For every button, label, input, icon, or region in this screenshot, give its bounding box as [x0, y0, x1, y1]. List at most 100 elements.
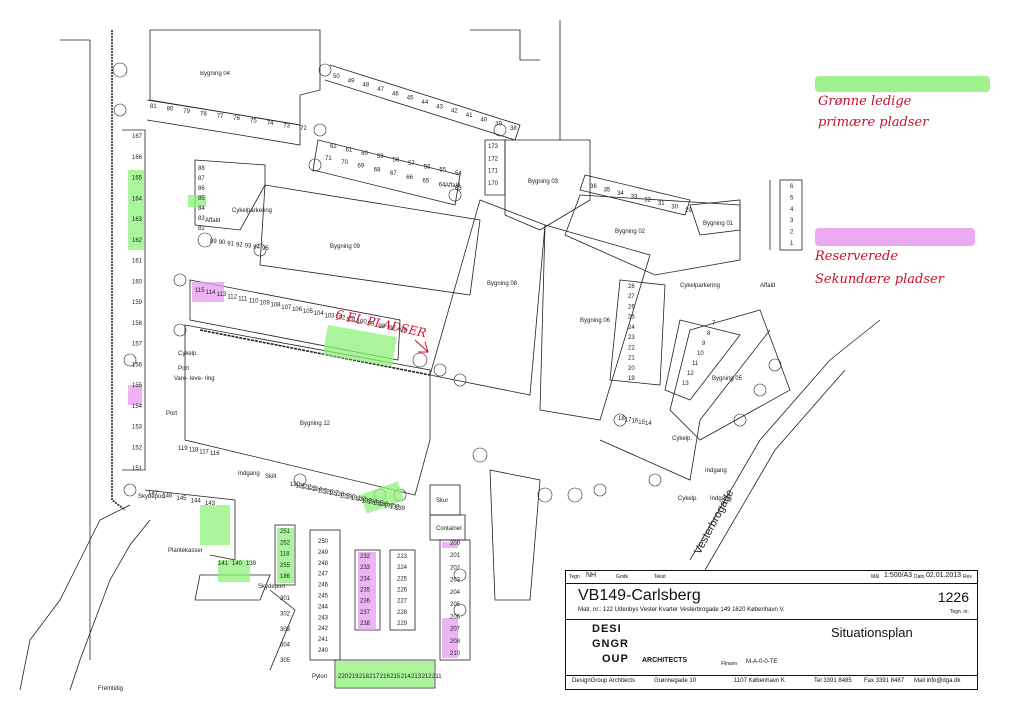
left-neighbor-outline	[19, 504, 131, 691]
parking-space-number: 18	[618, 416, 625, 422]
parking-space-number: 118	[189, 448, 199, 454]
parking-space-number: 30	[671, 205, 678, 211]
parking-space-number: 251	[280, 529, 291, 535]
parking-space-number: 208	[450, 639, 461, 645]
parking-space-number: 118	[280, 552, 290, 558]
parking-space-number: 73	[283, 124, 290, 130]
parking-space-number: 229	[397, 621, 408, 627]
building-02-label: Bygning 02	[615, 229, 646, 235]
parking-space-number: 85	[198, 196, 205, 202]
parking-space-number: 10	[697, 351, 704, 357]
parking-space-number: 119	[178, 446, 188, 452]
parking-space-number: 20	[628, 366, 635, 372]
parking-space-number: 102	[335, 315, 346, 321]
parking-space-number: 302	[280, 612, 291, 618]
checked-label: Godk	[616, 574, 628, 580]
parking-space-number: 164	[132, 196, 143, 202]
pink-legend-swatch	[815, 228, 975, 246]
project-row: VB149-Carlsberg Matr. nr.: 122 Udenbys V…	[566, 583, 977, 620]
parking-space-number: 55	[439, 168, 446, 174]
vesterbrogade-road-1	[689, 319, 881, 561]
firm-name: DesignGroup Architects	[572, 678, 636, 684]
building-04-outline	[149, 29, 321, 126]
parking-space-number: 38	[510, 126, 517, 132]
parking-space-number: 5	[790, 195, 794, 201]
parking-space-number: 247	[318, 572, 329, 578]
indgang-label-1: Indgang	[238, 471, 260, 477]
parking-space-number: 159	[132, 300, 143, 306]
parking-space-number: 233	[360, 565, 371, 571]
parking-space-number: 250	[318, 539, 329, 545]
parking-space-number: 111	[238, 296, 248, 302]
plan-title: Situationsplan	[831, 625, 913, 640]
parking-space-number: 24	[628, 325, 635, 331]
lower-right-block	[489, 469, 541, 601]
parking-space-number: 129	[340, 493, 351, 499]
parking-space-number: 89	[210, 239, 217, 245]
parking-space-number: 219	[348, 674, 359, 680]
parking-space-number: 154	[132, 404, 143, 410]
firm-fax: Fax 3391 8487	[864, 678, 905, 684]
building-09-label: Bygning 09	[330, 244, 361, 250]
building-05-label: Bygning 05	[712, 376, 743, 382]
parking-space-number: 72	[300, 126, 307, 132]
col-251-stalls	[274, 524, 296, 586]
parking-space-number: 235	[360, 588, 371, 594]
parking-space-number: 45	[407, 96, 414, 102]
parking-space-number: 94	[253, 245, 260, 251]
parking-space-number: 134	[367, 500, 378, 506]
firm-mail: Mail info@dga.dk	[914, 678, 961, 684]
parking-space-number: 1	[790, 241, 794, 247]
parking-space-number: 32	[644, 198, 651, 204]
parking-space-number: 136	[378, 502, 389, 508]
top-mid-lines	[470, 29, 540, 61]
project-title: VB149-Carlsberg	[578, 587, 701, 604]
parking-space-number: 147	[148, 491, 159, 497]
parking-space-number: 42	[451, 109, 458, 115]
parking-space-number: 240	[318, 648, 329, 654]
cykelp-label-2: Cykelp.	[672, 436, 692, 442]
parking-space-number: 76	[233, 116, 240, 122]
parking-space-number: 83	[198, 216, 205, 222]
vesterbrogade-lines	[599, 329, 771, 481]
parking-space-number: 9	[702, 341, 706, 347]
parking-space-number: 95	[262, 246, 269, 252]
parking-space-number: 110	[249, 299, 259, 305]
parking-space-number: 202	[450, 565, 461, 571]
parking-space-number: 8	[707, 331, 711, 337]
parking-space-number: 2	[790, 230, 794, 236]
parking-space-number: 139	[395, 506, 406, 512]
skur-label: Skur	[436, 498, 448, 504]
parking-space-number: 160	[132, 279, 143, 285]
parking-space-number: 81	[150, 104, 157, 110]
parking-space-number: 143	[205, 501, 216, 507]
parking-space-number: 120	[290, 482, 301, 488]
parking-space-number: 67	[390, 171, 397, 177]
parking-space-number: 304	[280, 643, 291, 649]
building-02-row-stalls	[579, 174, 691, 216]
building-03-col-stalls	[484, 139, 506, 196]
parking-space-number: 13	[682, 381, 689, 387]
parking-space-number: 69	[358, 164, 365, 170]
parking-space-number: 56	[424, 164, 431, 170]
parking-space-number: 3	[790, 218, 794, 224]
plantekasser-label: Plantekasser	[168, 548, 203, 554]
parking-space-number: 59	[377, 154, 384, 160]
parking-space-number: 4	[790, 207, 794, 213]
building-02-outline	[564, 194, 741, 276]
building-01-label: Bygning 01	[703, 221, 734, 227]
parking-space-number: 234	[360, 576, 371, 582]
parking-space-number: 144	[191, 499, 202, 505]
parking-space-number: 7	[712, 321, 716, 327]
parking-space-number: 11	[692, 361, 699, 367]
parking-space-number: 112	[227, 294, 237, 300]
vesterbrogade-road-2	[704, 369, 846, 571]
parking-space-number: 14	[645, 421, 652, 427]
parking-space-number: 186	[280, 574, 291, 580]
parking-space-number: 170	[488, 181, 499, 187]
parking-space-number: 43	[436, 104, 443, 110]
green-legend-line-1: Grønne ledige	[818, 94, 912, 109]
building-01-outline	[689, 199, 741, 236]
